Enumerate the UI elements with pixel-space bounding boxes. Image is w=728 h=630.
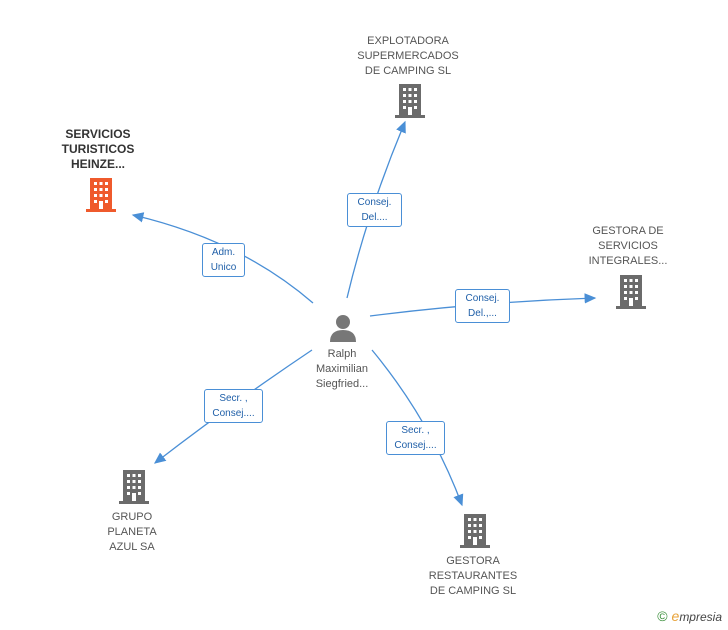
relation-line: Unico (210, 262, 237, 273)
relation-line: Consej.... (212, 408, 255, 419)
brand-name: empresia (672, 608, 722, 624)
company-name-line: SUPERMERCADOS (357, 50, 459, 62)
center-name-line: Ralph (327, 348, 357, 360)
empresia-logo: © empresia (657, 608, 722, 624)
company-name-line: INTEGRALES... (588, 255, 668, 267)
company-label-grupo[interactable]: GRUPO PLANETA AZUL SA (92, 510, 172, 555)
company-label-gestora-servicios[interactable]: GESTORA DE SERVICIOS INTEGRALES... (578, 224, 678, 269)
company-name-line: DE CAMPING SL (429, 585, 517, 597)
brand-initial: e (671, 608, 680, 624)
center-name-line: Maximilian (316, 363, 368, 375)
company-name-line: PLANETA (107, 526, 157, 538)
relation-line: Del.,... (468, 308, 497, 319)
relation-label-gestora-restaurantes[interactable]: Secr. , Consej.... (386, 421, 445, 455)
relation-label-explotadora[interactable]: Consej. Del.... (347, 193, 402, 227)
relation-line: Consej. (465, 293, 500, 304)
relation-label-grupo[interactable]: Secr. , Consej.... (204, 389, 263, 423)
company-name-line: GESTORA DE (592, 225, 664, 237)
person-icon[interactable] (328, 312, 358, 347)
company-name-line: DE CAMPING SL (364, 65, 452, 77)
company-label-explotadora[interactable]: EXPLOTADORA SUPERMERCADOS DE CAMPING SL (348, 34, 468, 79)
company-label-servicios[interactable]: SERVICIOS TURISTICOS HEINZE... (48, 127, 148, 172)
relation-label-gestora-servicios[interactable]: Consej. Del.,... (455, 289, 510, 323)
copyright-symbol: © (657, 608, 668, 624)
relation-line: Adm. (211, 247, 236, 258)
building-icon[interactable] (616, 275, 646, 314)
building-icon[interactable] (86, 178, 116, 217)
center-name-line: Siegfried... (315, 378, 369, 390)
building-icon[interactable] (460, 514, 490, 553)
building-icon[interactable] (395, 84, 425, 123)
relation-line: Secr. , (401, 425, 430, 436)
company-name-line: SERVICIOS (65, 127, 131, 141)
relation-label-servicios[interactable]: Adm. Unico (202, 243, 245, 277)
company-name-line: SERVICIOS (598, 240, 658, 252)
relation-line: Consej. (357, 197, 392, 208)
company-label-gestora-restaurantes[interactable]: GESTORA RESTAURANTES DE CAMPING SL (418, 554, 528, 599)
center-person-name[interactable]: Ralph Maximilian Siegfried... (300, 347, 384, 392)
company-name-line: TURISTICOS (61, 142, 135, 156)
company-name-line: RESTAURANTES (428, 570, 518, 582)
company-name-line: HEINZE... (70, 157, 125, 171)
company-name-line: EXPLOTADORA (367, 35, 449, 47)
brand-rest: mpresia (679, 610, 722, 624)
relation-line: Consej.... (394, 440, 437, 451)
company-name-line: GRUPO (111, 511, 153, 523)
company-name-line: AZUL SA (109, 541, 155, 553)
building-icon[interactable] (119, 470, 149, 509)
relation-line: Secr. , (219, 393, 248, 404)
relation-line: Del.... (361, 212, 388, 223)
company-name-line: GESTORA (446, 555, 500, 567)
